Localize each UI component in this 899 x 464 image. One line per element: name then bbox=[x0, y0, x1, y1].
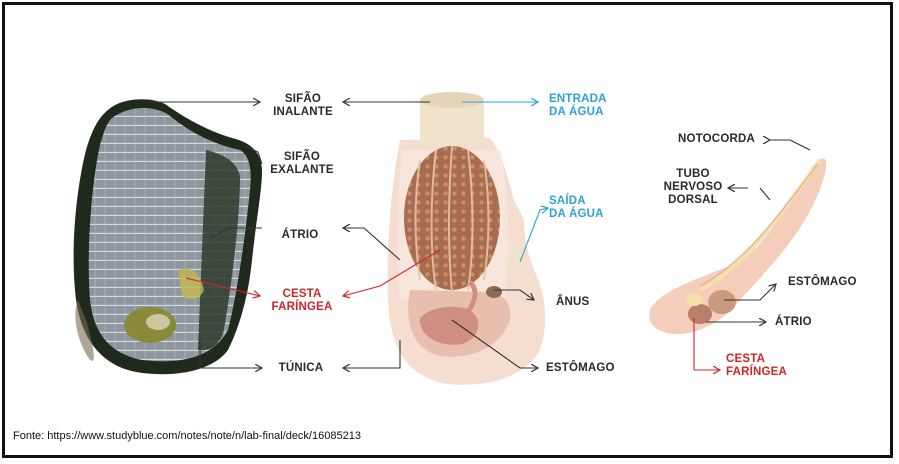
label-entrada-agua: ENTRADA DA ÁGUA bbox=[549, 93, 619, 119]
label-estomago: ESTÔMAGO bbox=[546, 362, 636, 375]
label-larva-cesta-faringea: CESTA FARÍNGEA bbox=[726, 353, 798, 379]
source-citation: Fonte: https://www.studyblue.com/notes/n… bbox=[13, 430, 361, 442]
label-saida-agua: SAÍDA DA ÁGUA bbox=[549, 195, 619, 221]
label-larva-atrio: ÁTRIO bbox=[775, 316, 835, 329]
label-tubo-nervoso-dorsal: TUBO NERVOSO DORSAL bbox=[658, 168, 728, 207]
label-larva-estomago: ESTÔMAGO bbox=[788, 276, 878, 289]
label-cesta-faringea: CESTA FARÍNGEA bbox=[266, 288, 338, 314]
label-tunica: TÚNICA bbox=[270, 362, 332, 375]
adult-ascidian bbox=[388, 92, 546, 385]
label-notocorda: NOTOCORDA bbox=[678, 133, 768, 146]
label-atrio: ÁTRIO bbox=[270, 229, 330, 242]
label-sifao-inalante: SIFÃO INALANTE bbox=[268, 93, 338, 119]
specimen-photo bbox=[74, 99, 262, 374]
label-sifao-exalante: SIFÃO EXALANTE bbox=[266, 151, 338, 177]
label-anus: ÂNUS bbox=[556, 296, 606, 309]
